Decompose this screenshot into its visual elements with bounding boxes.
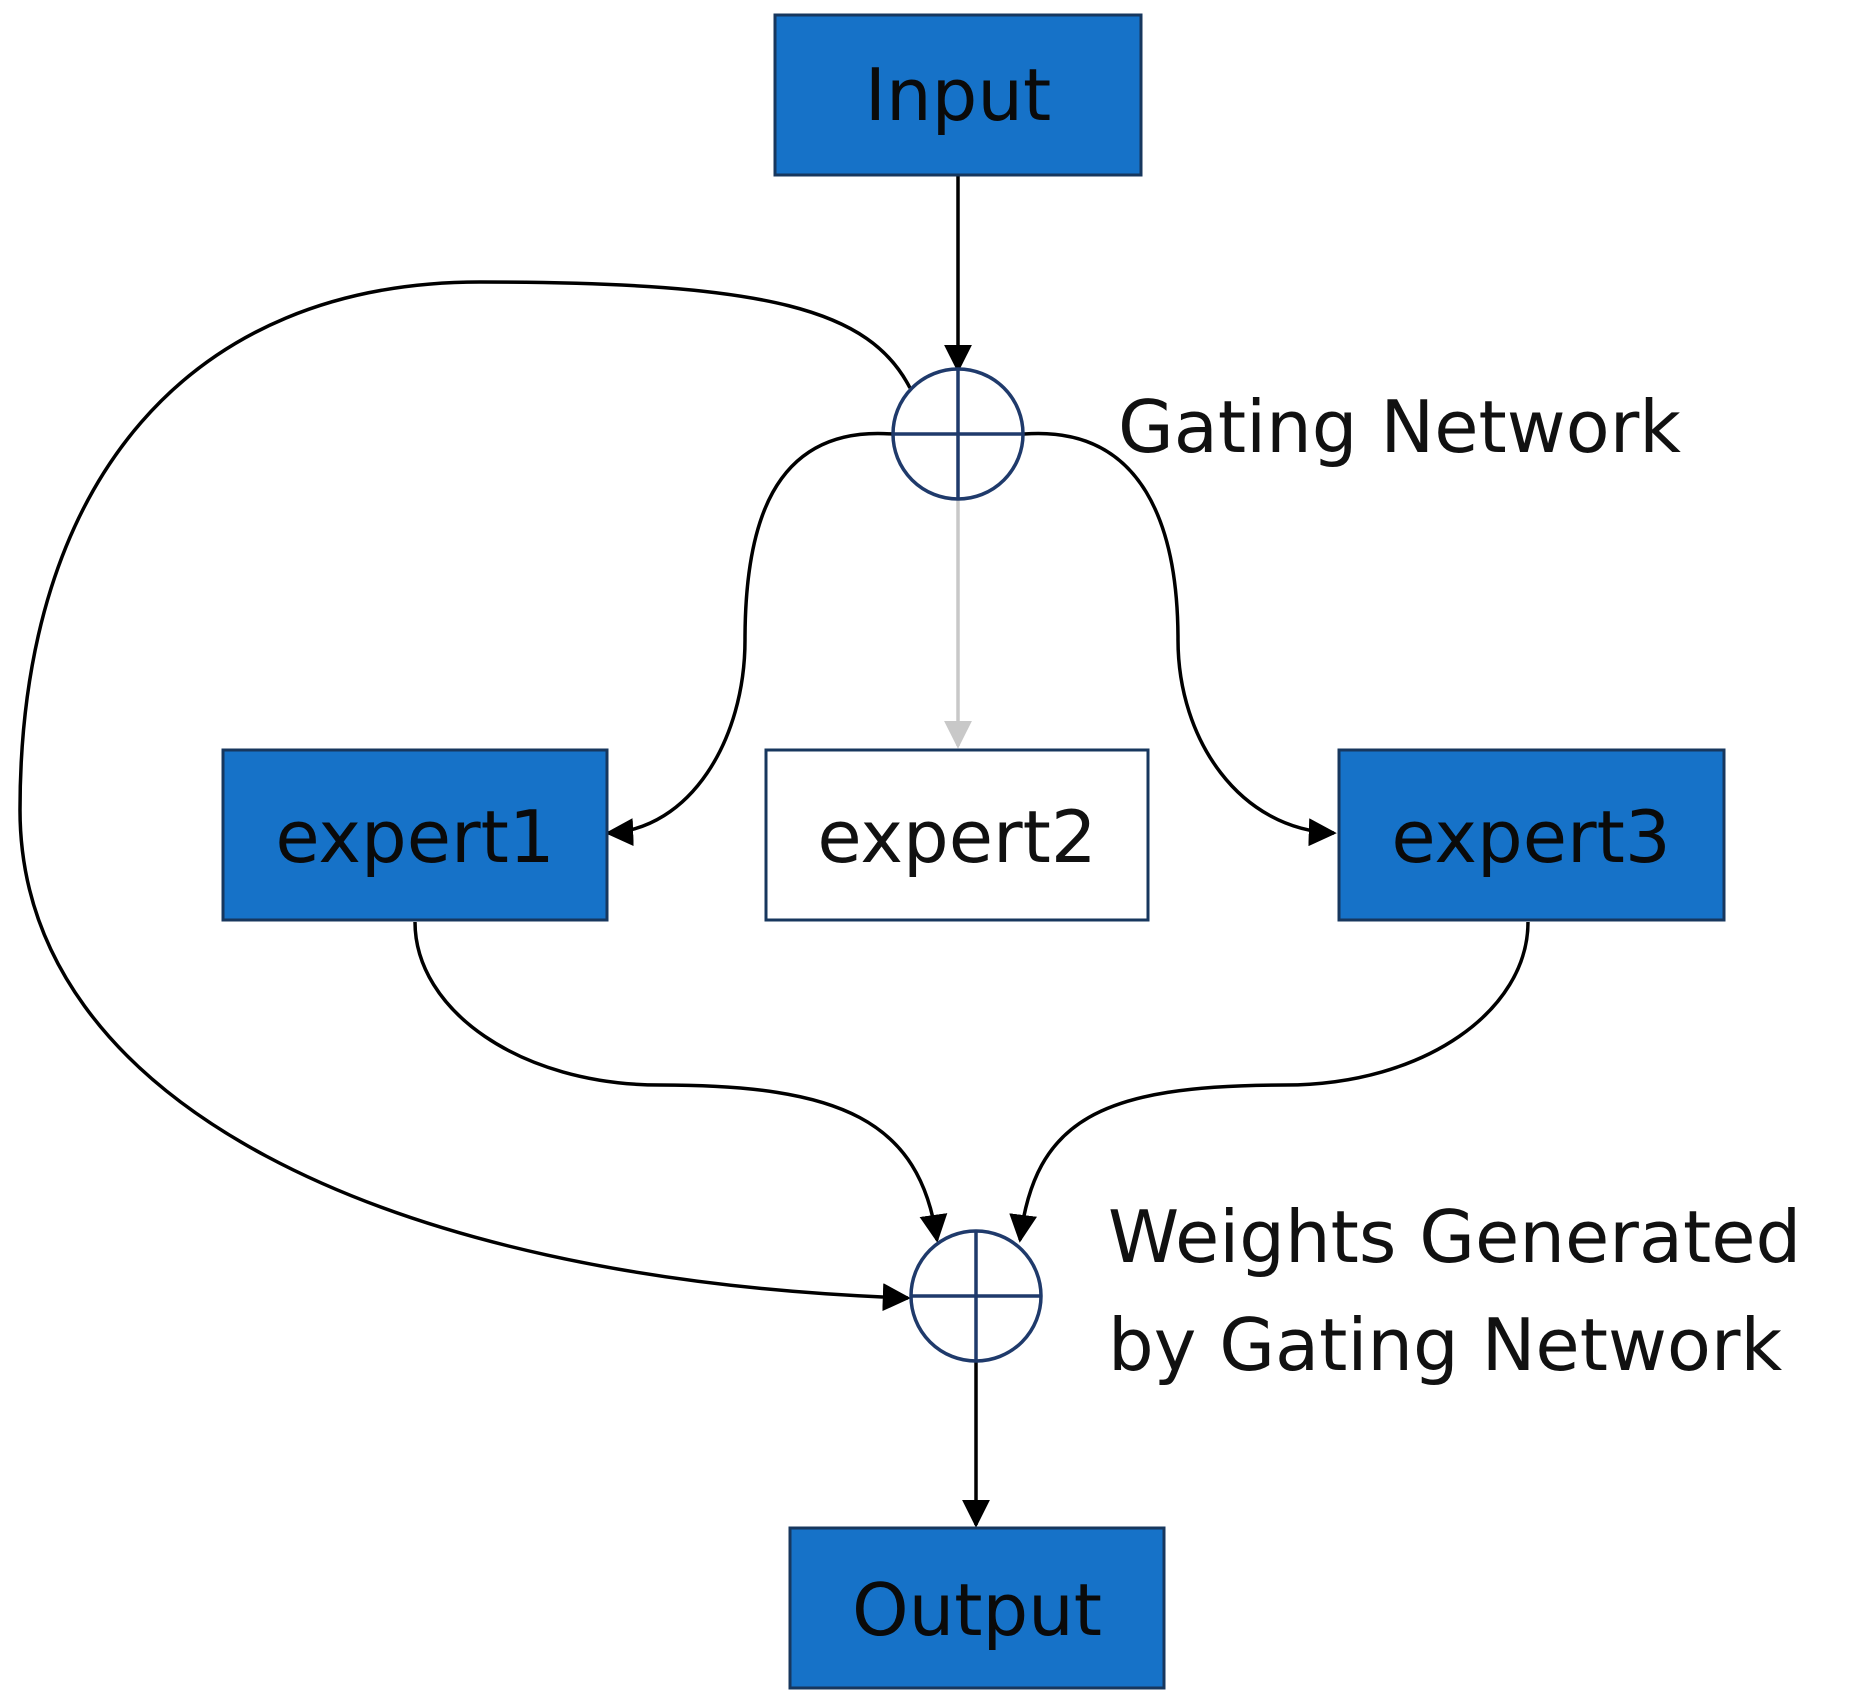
- expert1-box: expert1: [221, 748, 609, 922]
- expert3-box: expert3: [1337, 748, 1726, 922]
- expert2-label: expert2: [817, 795, 1096, 879]
- expert3-label: expert3: [1391, 795, 1670, 879]
- output-box: Output: [788, 1526, 1166, 1690]
- gating-network-node: [891, 367, 1025, 501]
- arrow-gating-to-expert3: [1023, 431, 1337, 847]
- weights-label-line2: by Gating Network: [1108, 1303, 1782, 1387]
- input-box: Input: [773, 13, 1143, 177]
- weights-node: [909, 1229, 1043, 1363]
- arrow-expert3-to-weights: [1009, 921, 1530, 1243]
- expert2-box: expert2: [764, 748, 1150, 922]
- arrow-expert1-to-weights: [413, 921, 948, 1243]
- input-label: Input: [865, 53, 1051, 137]
- arrow-gating-to-weights: [18, 280, 912, 1312]
- gating-network-label: Gating Network: [1118, 385, 1681, 469]
- expert1-label: expert1: [275, 795, 554, 879]
- output-label: Output: [852, 1568, 1102, 1652]
- connectors: [18, 176, 1530, 1528]
- arrow-gating-to-expert1: [605, 431, 893, 847]
- weights-label-line1: Weights Generated: [1108, 1195, 1801, 1279]
